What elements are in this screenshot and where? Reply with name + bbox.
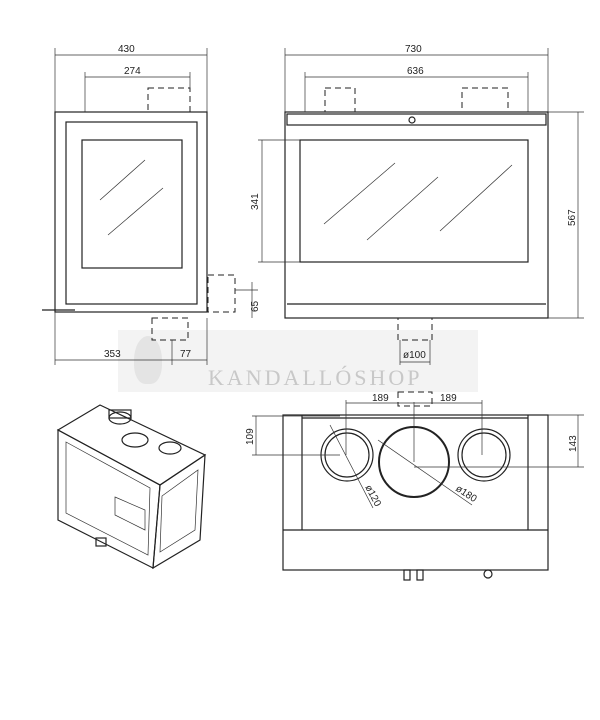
dim-430: 430 [118,44,135,55]
dim-143: 143 [568,435,579,452]
dim-274: 274 [124,66,141,77]
dim-109: 109 [245,428,256,445]
side-view: 353 77 430 274 65 [42,44,261,365]
dim-189-right: 189 [440,393,457,404]
dim-100: ø100 [403,350,426,361]
dim-636: 636 [407,66,424,77]
front-view: ø100 730 636 341 567 [250,44,584,365]
top-view: 189 189 109 143 ø120 ø180 [245,391,584,581]
watermark-text: KANDALLÓSHOP [208,365,423,390]
dim-567: 567 [567,209,578,226]
dim-ø120: ø120 [362,483,383,509]
dim-730: 730 [405,44,422,55]
dim-353: 353 [104,349,121,360]
dim-189-left: 189 [372,393,389,404]
isometric-view [56,404,207,570]
dim-ø180: ø180 [453,483,478,505]
dim-65: 65 [250,300,261,312]
dim-341: 341 [250,193,261,210]
dim-77: 77 [180,349,192,360]
